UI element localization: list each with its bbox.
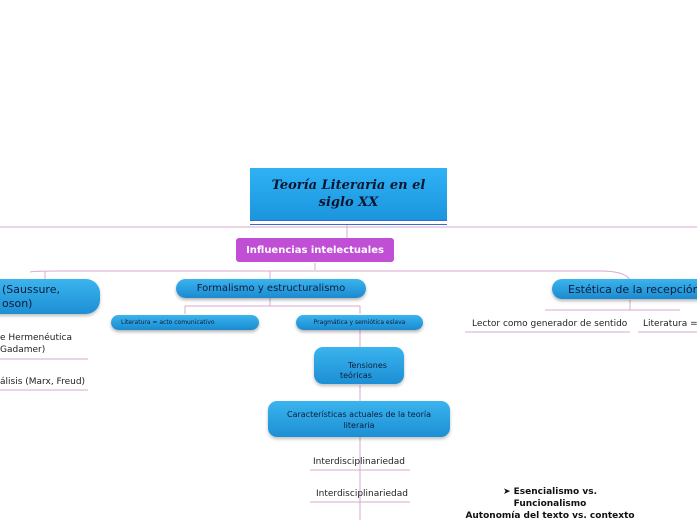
tension-note-line3: Autonomía del texto vs. contexto bbox=[465, 511, 635, 521]
central-topic-box[interactable]: Teoría Literaria en el siglo XX bbox=[250, 168, 447, 220]
formalism-child-communicative-label: Literatura = acto comunicativo bbox=[121, 319, 215, 326]
reception-child-literature-label: Literatura = bbox=[643, 319, 697, 329]
characteristics-label-line2: literaria bbox=[343, 421, 375, 430]
left-item-hermeneutics-line1: e Hermenéutica bbox=[0, 333, 72, 343]
tensions-label-line1: Tensiones bbox=[348, 361, 387, 370]
left-item-analysis-label: álisis (Marx, Freud) bbox=[0, 377, 86, 387]
formalism-child-pragmatics[interactable]: Pragmática y semiótica eslava bbox=[296, 315, 423, 330]
reception-title: Estética de la recepción bbox=[568, 282, 697, 296]
influences-label: Influencias intelectuales bbox=[246, 244, 384, 256]
characteristic-item-1[interactable]: Interdisciplinariedad bbox=[313, 457, 405, 467]
tension-note-line1: ➤ Esencialismo vs. bbox=[502, 487, 598, 497]
central-topic-title: Teoría Literaria en el siglo XX bbox=[271, 178, 426, 210]
influences-node[interactable]: Influencias intelectuales bbox=[236, 238, 394, 262]
tension-note-line2: Funcionalismo bbox=[513, 499, 587, 509]
reception-child-reader[interactable]: Lector como generador de sentido bbox=[472, 319, 627, 329]
reception-child-reader-label: Lector como generador de sentido bbox=[472, 319, 628, 329]
characteristic-item-2[interactable]: Interdisciplinariedad bbox=[316, 489, 408, 499]
left-branch-node[interactable]: (Saussure, oson) bbox=[0, 279, 100, 314]
characteristics-label-line1: Características actuales de la teoría bbox=[286, 410, 432, 419]
left-item-analysis[interactable]: álisis (Marx, Freud) bbox=[0, 377, 85, 387]
tensions-node[interactable]: Tensiones teóricas bbox=[314, 347, 404, 384]
formalism-child-pragmatics-label: Pragmática y semiótica eslava bbox=[313, 319, 406, 326]
central-topic-underline bbox=[250, 220, 447, 225]
tension-note: ➤ Esencialismo vs. Funcionalismo Autonom… bbox=[440, 486, 660, 522]
formalism-title: Formalismo y estructuralismo bbox=[196, 283, 346, 294]
left-branch-title-line2: oson) bbox=[2, 297, 33, 310]
reception-child-literature[interactable]: Literatura = bbox=[643, 319, 697, 329]
left-item-hermeneutics-line2: Gadamer) bbox=[0, 345, 46, 355]
tensions-label-line2: teóricas bbox=[340, 371, 372, 380]
characteristics-node[interactable]: Características actuales de la teoría li… bbox=[268, 401, 450, 437]
left-branch-title-line1: (Saussure, bbox=[2, 283, 60, 296]
reception-node[interactable]: Estética de la recepción bbox=[552, 279, 697, 299]
formalism-child-communicative[interactable]: Literatura = acto comunicativo bbox=[111, 315, 259, 330]
formalism-node[interactable]: Formalismo y estructuralismo bbox=[176, 279, 366, 298]
characteristic-item-2-label: Interdisciplinariedad bbox=[316, 489, 408, 499]
left-item-hermeneutics[interactable]: e Hermenéutica Gadamer) bbox=[0, 332, 72, 356]
characteristic-item-1-label: Interdisciplinariedad bbox=[313, 457, 405, 467]
